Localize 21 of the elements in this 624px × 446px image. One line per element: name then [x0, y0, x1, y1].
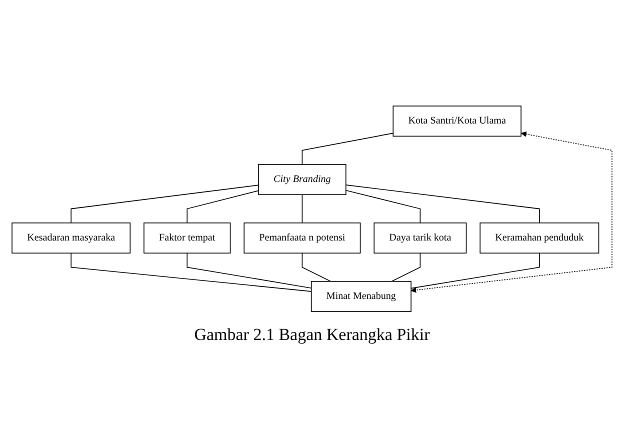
node-box: Keramahan penduduk [480, 222, 600, 254]
node-box: Kesadaran masyaraka [12, 222, 131, 254]
connector [410, 252, 540, 289]
node-box: Faktor tempat [144, 222, 231, 254]
connector [346, 184, 540, 224]
node-box: Kota Santri/Kota Ulama [392, 106, 522, 137]
node-box: City Branding [258, 164, 346, 196]
connector [391, 252, 421, 282]
connector [302, 132, 394, 166]
connector [70, 184, 259, 224]
node-box: Minat Menabung [310, 281, 412, 312]
figure-caption: Gambar 2.1 Bagan Kerangka Pikir [194, 324, 430, 345]
node-box: Daya tarik kota [374, 222, 467, 254]
connector [70, 252, 312, 292]
node-box: Pemanfaata n potensi [244, 222, 361, 254]
connector [346, 190, 421, 224]
arrow [410, 132, 612, 294]
connector [302, 252, 332, 282]
connector [186, 252, 312, 289]
connector [186, 190, 259, 224]
connector [302, 194, 303, 224]
